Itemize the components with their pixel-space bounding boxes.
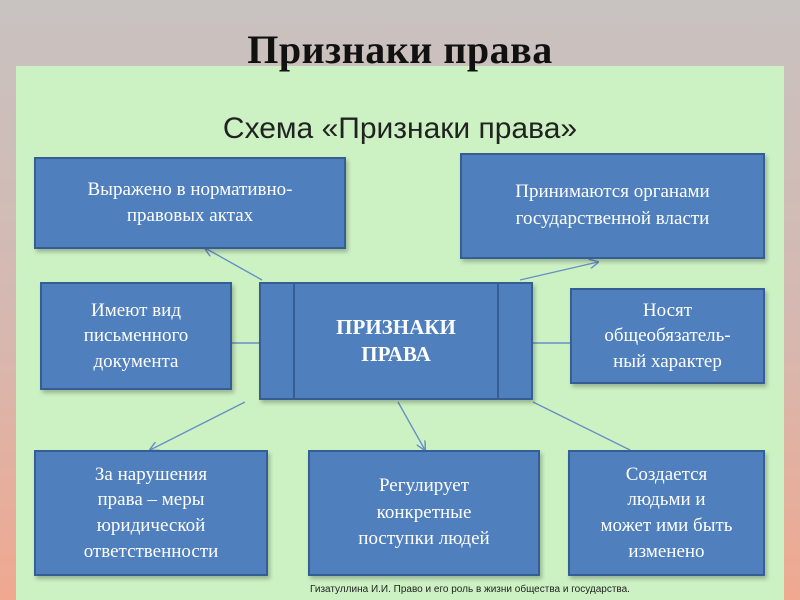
center-node-left-bar [261,284,295,398]
sign-box-label: За нарушения права – меры юридической от… [83,463,219,562]
sign-box-normative-acts: Выражено в нормативно- правовых актах [34,157,346,249]
sign-box-label: Создается людьми и может ими быть измене… [600,463,733,562]
sign-box-label: Выражено в нормативно- правовых актах [87,179,293,226]
sign-box-legal-responsibility: За нарушения права – меры юридической от… [34,450,268,576]
center-node: ПРИЗНАКИ ПРАВА [259,282,533,400]
sign-box-label: Регулирует конкретные поступки людей [358,475,490,550]
center-node-right-bar [497,284,531,398]
sign-box-mandatory: Носят общеобязатель- ный характер [570,288,765,384]
sign-box-label: Имеют вид письменного документа [83,299,189,372]
page-title: Признаки права [247,27,553,72]
sign-box-label: Принимаются органами государственной вла… [515,181,710,229]
arrow-to-top-right [519,262,598,281]
sign-box-written-document: Имеют вид письменного документа [40,282,232,390]
sign-box-label: Носят общеобязатель- ный характер [604,299,731,372]
sign-box-created-by-people: Создается людьми и может ими быть измене… [568,450,765,576]
arrow-to-bottom-left [150,401,246,450]
sign-box-regulates-actions: Регулирует конкретные поступки людей [308,450,540,576]
sign-box-state-bodies: Принимаются органами государственной вла… [460,153,765,259]
scheme-title: Схема «Признаки права» [222,112,578,145]
center-node-label: ПРИЗНАКИ ПРАВА [336,314,456,366]
arrow-to-bottom-mid [397,401,425,450]
arrow-to-top-left [205,248,263,281]
line-to-bottom-right [532,401,631,451]
citation-text: Гизатуллина И.И. Право и его роль в жизн… [310,584,630,595]
